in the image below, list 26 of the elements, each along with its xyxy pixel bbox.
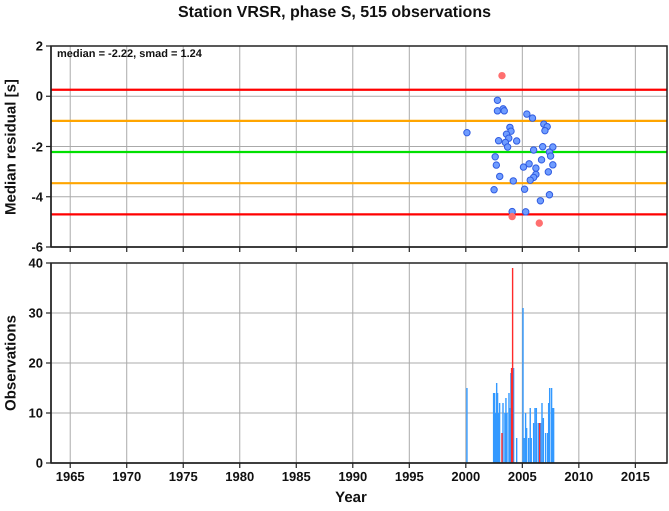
tick-label: 40 — [28, 256, 43, 270]
tick-label: -6 — [31, 240, 43, 254]
tick-label: -2 — [31, 139, 43, 154]
tick-label: 1975 — [168, 469, 198, 484]
tick-label: 0 — [36, 456, 43, 470]
tick-label: 0 — [36, 88, 43, 104]
tick-label: 20 — [28, 356, 43, 370]
tick-label: 1980 — [225, 469, 254, 484]
axis-title: Observations — [2, 315, 20, 411]
tick-label: 2 — [36, 38, 43, 54]
chart-title: Station VRSR, phase S, 515 observations — [177, 4, 492, 22]
tick-label: 1965 — [56, 469, 85, 484]
tick-label: 1990 — [338, 469, 368, 484]
tick-label: 2015 — [620, 469, 650, 484]
tick-label: 1970 — [112, 469, 142, 484]
tick-label: 2005 — [508, 469, 537, 484]
tick-label: 1995 — [394, 469, 424, 484]
statistics-note: median = -2.22, smad = 1.24 — [57, 48, 202, 60]
axis-title: Median residual [s] — [2, 78, 20, 214]
tick-label: 10 — [28, 406, 43, 420]
tick-label: -4 — [31, 189, 43, 204]
tick-label: 2010 — [564, 469, 594, 484]
tick-label: 30 — [28, 306, 43, 320]
tick-label: 2000 — [451, 469, 480, 484]
axis-title: Year — [335, 489, 367, 506]
tick-label: 1985 — [282, 469, 311, 484]
